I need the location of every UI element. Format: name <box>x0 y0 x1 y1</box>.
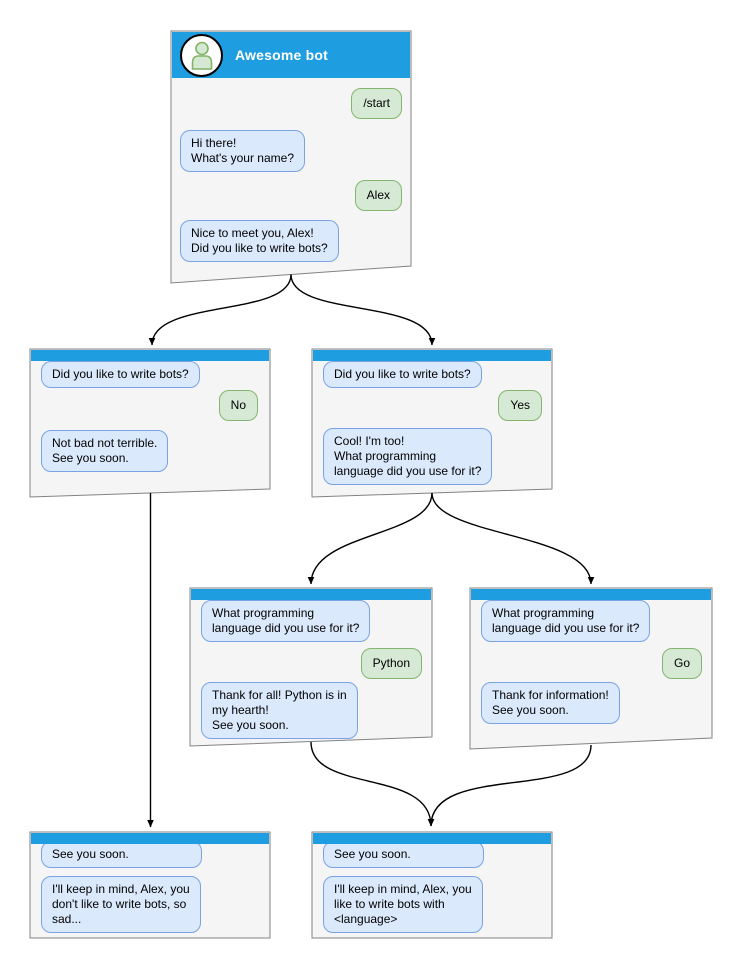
message-user-start-command: /start <box>351 88 402 119</box>
message-end-yes-reply: I'll keep in mind, Alex, you like to wri… <box>323 876 483 933</box>
message-user-name: Alex <box>354 180 402 211</box>
person-icon <box>191 41 212 70</box>
window-end-yes-titlebar <box>313 833 551 844</box>
message-branch-no-reply: Not bad not terrible. See you soon. <box>41 430 169 472</box>
window-branch-go-titlebar <box>471 589 711 600</box>
edge-yes-to-python <box>307 492 433 585</box>
window-branch-yes-titlebar <box>313 350 551 361</box>
bot-name: Awesome bot <box>235 47 328 63</box>
message-branch-go-reply: Thank for information! See you soon. <box>481 682 620 724</box>
edge-start-to-no <box>148 274 292 346</box>
window-start-titlebar: Awesome bot <box>172 32 410 78</box>
message-end-no-reply: I'll keep in mind, Alex, you don't like … <box>41 876 201 933</box>
message-bot-greeting: Hi there! What's your name? <box>180 130 306 172</box>
message-branch-python-question: What programming language did you use fo… <box>201 600 371 642</box>
message-branch-python-reply: Thank for all! Python is in my hearth! S… <box>201 682 358 739</box>
message-end-yes-question: See you soon. <box>323 841 484 868</box>
edge-go-to-end <box>427 744 592 827</box>
message-branch-yes-question: Did you like to write bots? <box>323 361 482 388</box>
message-branch-yes-answer: Yes <box>498 390 542 421</box>
message-branch-python-answer: Python <box>360 648 422 679</box>
window-branch-python-titlebar <box>191 589 431 600</box>
message-branch-no-question: Did you like to write bots? <box>41 361 200 388</box>
edge-python-to-end <box>310 741 435 827</box>
window-branch-no-titlebar <box>31 350 269 361</box>
bot-avatar <box>180 33 223 77</box>
edge-yes-to-go <box>431 492 595 585</box>
message-branch-yes-reply: Cool! I'm too! What programming language… <box>323 428 493 485</box>
message-bot-ask-bots: Nice to meet you, Alex! Did you like to … <box>180 220 339 262</box>
window-end-no-titlebar <box>31 833 269 844</box>
message-end-no-question: See you soon. <box>41 841 202 868</box>
message-branch-go-answer: Go <box>661 648 702 679</box>
edge-start-to-yes <box>290 274 436 346</box>
message-branch-go-question: What programming language did you use fo… <box>481 600 651 642</box>
message-branch-no-answer: No <box>218 390 258 421</box>
